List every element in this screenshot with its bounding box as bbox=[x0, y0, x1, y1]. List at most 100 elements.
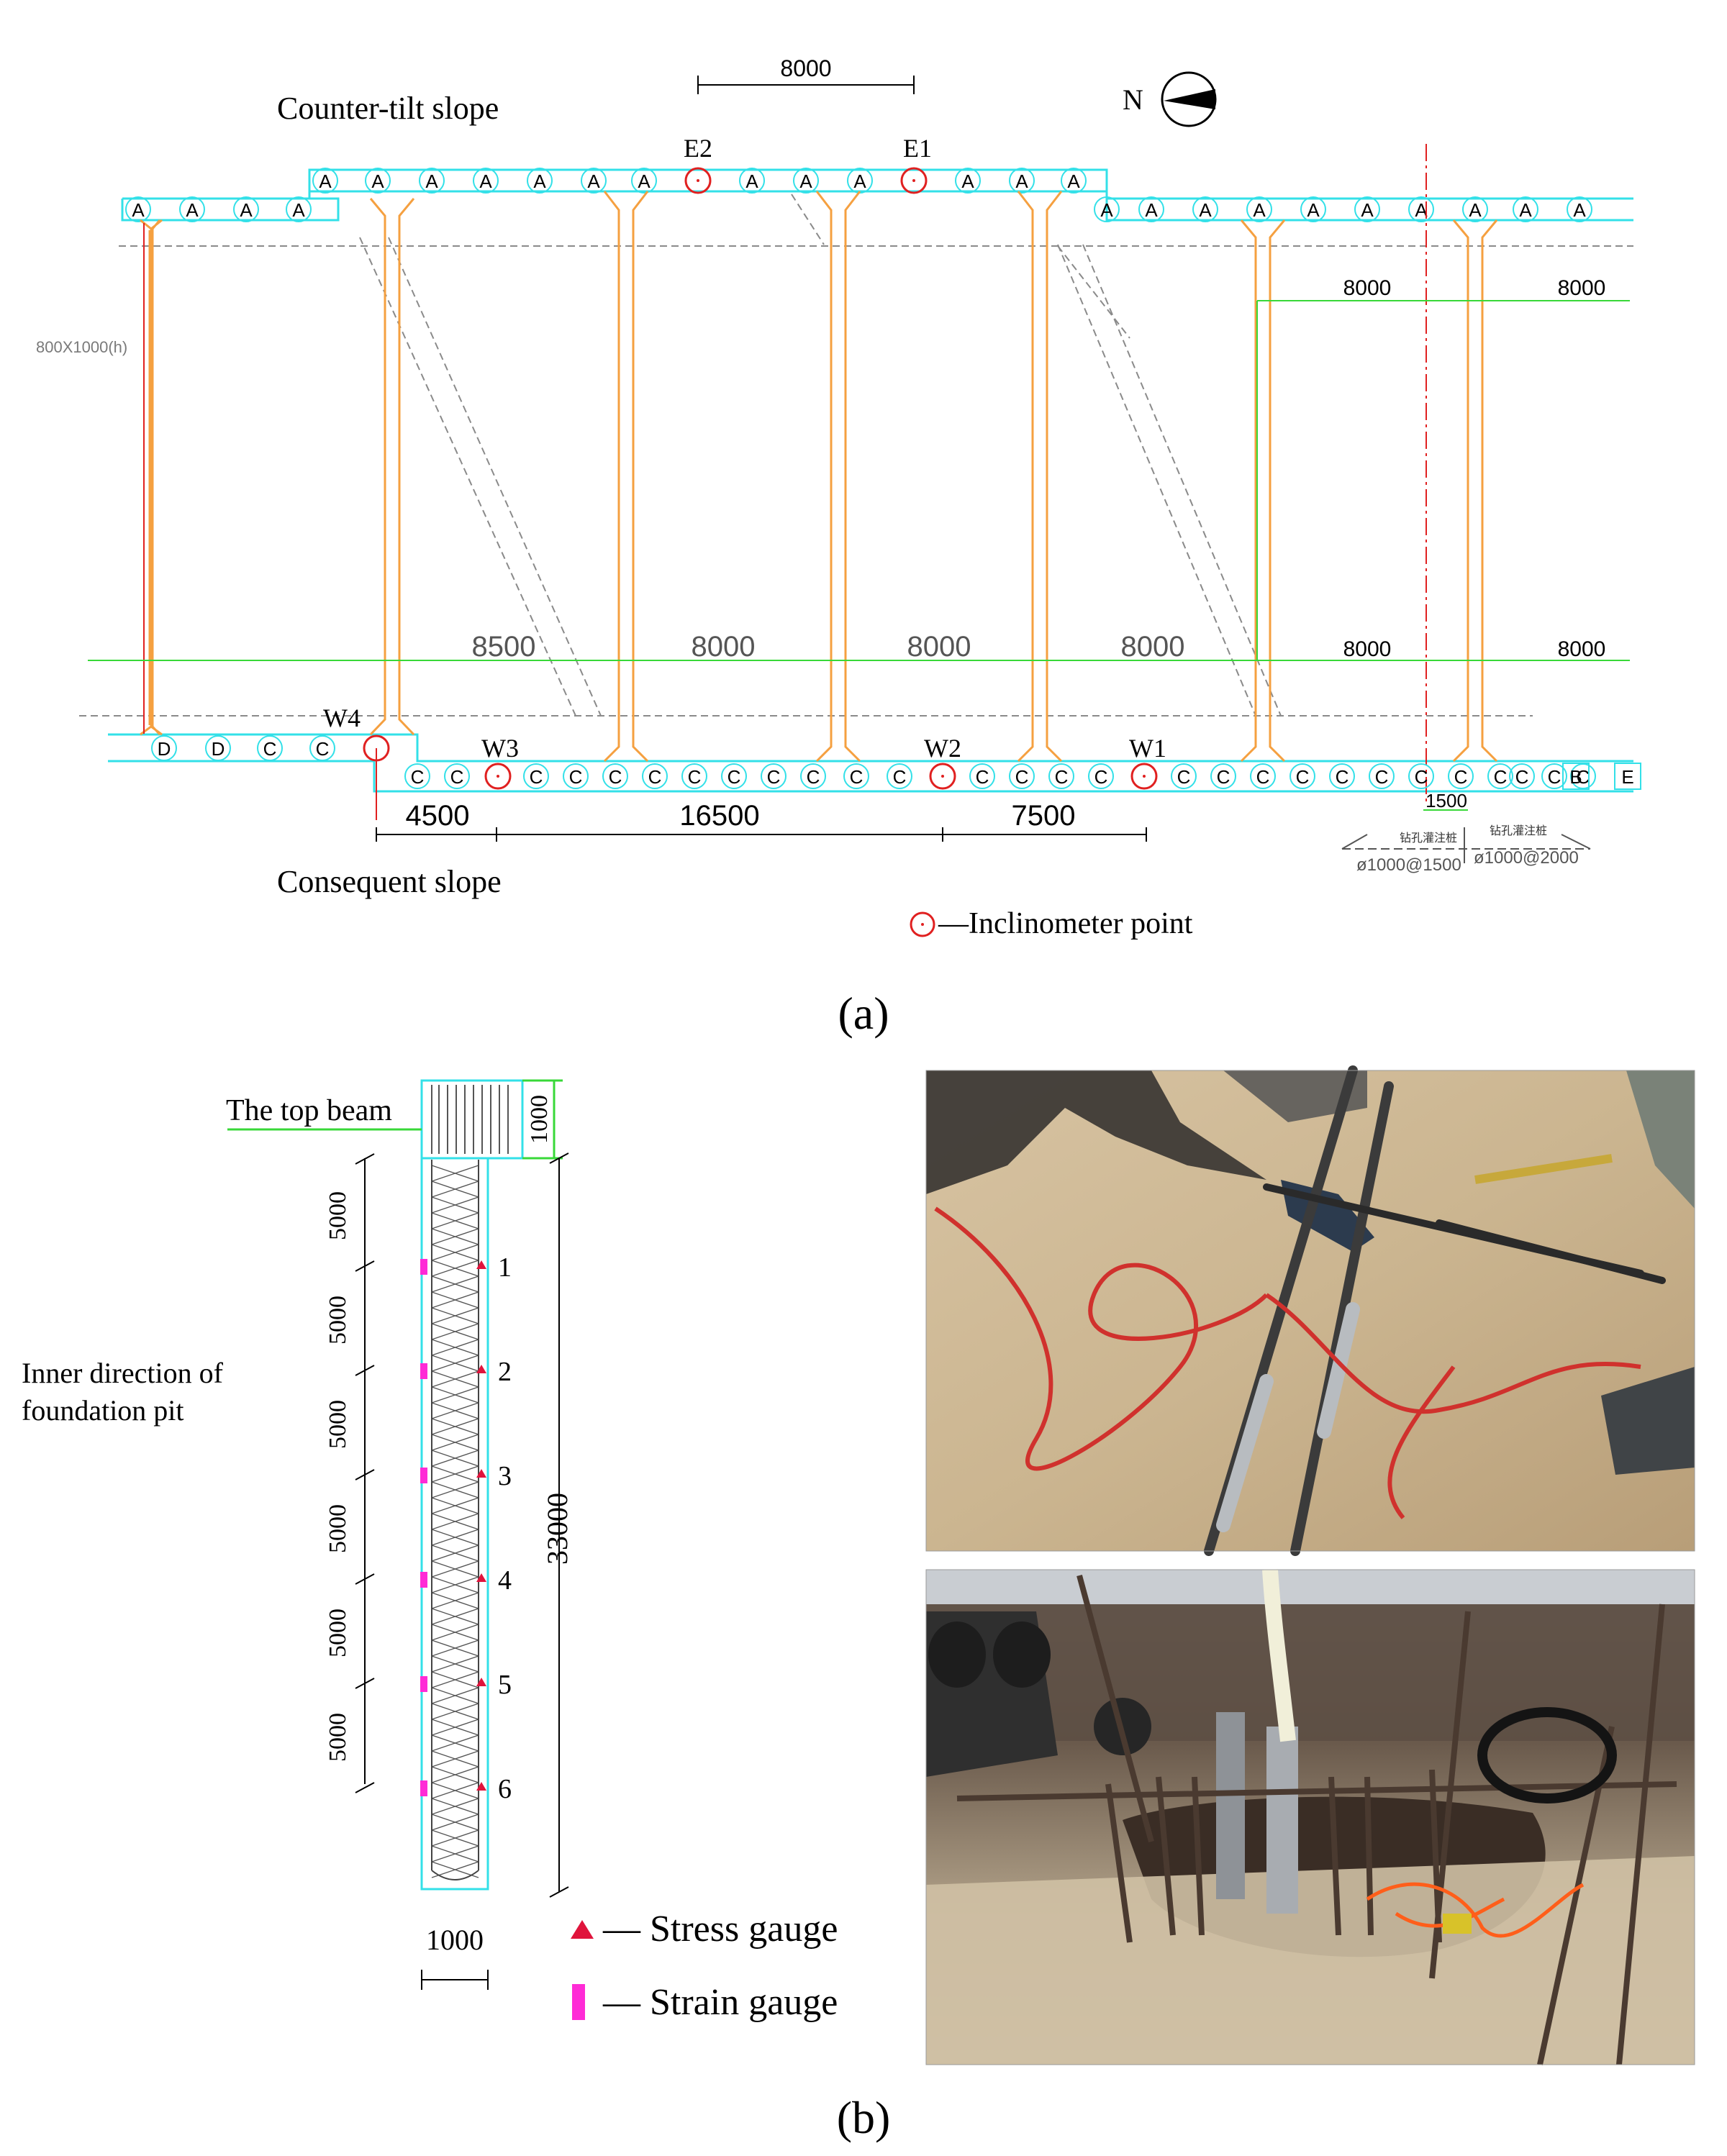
pile-label: A bbox=[292, 199, 305, 221]
pile-label: C bbox=[569, 766, 583, 788]
pile-label: A bbox=[132, 199, 145, 221]
pile-circle: C bbox=[1509, 763, 1535, 789]
pile-circle: C bbox=[1171, 763, 1197, 789]
pile-note-label: ø1000@1500 bbox=[1356, 855, 1461, 875]
pile-circle: C bbox=[1289, 763, 1315, 789]
pile-note-cn: 钻孔灌注桩 bbox=[1400, 832, 1457, 845]
pile-label: A bbox=[587, 170, 600, 192]
pile-label: C bbox=[767, 766, 781, 788]
spacing-label: 8000 bbox=[1558, 276, 1606, 300]
legend-strain: — Strain gauge bbox=[602, 1982, 838, 2023]
inner-direction-label: Inner direction of bbox=[22, 1357, 224, 1389]
pile-label: B bbox=[1569, 766, 1582, 788]
pile-label: C bbox=[609, 766, 622, 788]
pile-label: A bbox=[1573, 199, 1586, 221]
pile-label: A bbox=[1253, 199, 1266, 221]
inclinometer-label: W1 bbox=[1129, 734, 1166, 763]
pile-label: E bbox=[1621, 766, 1633, 788]
pile-label: A bbox=[1145, 199, 1158, 221]
pile-label: C bbox=[1577, 766, 1590, 788]
pile-label: A bbox=[905, 170, 918, 192]
pile-label: C bbox=[648, 766, 662, 788]
pile-label: C bbox=[1375, 766, 1389, 788]
pile-circle: C bbox=[642, 763, 668, 789]
pile-circle: C bbox=[1369, 763, 1395, 789]
width-dimension: 1000 bbox=[421, 1924, 489, 1990]
pile-circle: C bbox=[1448, 763, 1474, 789]
pile-label: C bbox=[1515, 766, 1529, 788]
pile-circle: C bbox=[1009, 763, 1035, 789]
pile-circle: C bbox=[843, 763, 869, 789]
pile-label: C bbox=[316, 738, 330, 760]
inclinometer-w2: W2 bbox=[924, 734, 961, 790]
pile-label: C bbox=[727, 766, 741, 788]
pile-circle: C bbox=[1210, 763, 1236, 789]
pile-label: D bbox=[158, 738, 171, 760]
dimension-label: 16500 bbox=[679, 800, 759, 832]
inclinometer-w4: W4 bbox=[323, 704, 390, 762]
consequent-label: Consequent slope bbox=[277, 864, 502, 899]
legend-text: —Inclinometer point bbox=[938, 907, 1193, 940]
pile-label: C bbox=[688, 766, 702, 788]
pile-label: A bbox=[1067, 170, 1080, 192]
pile-label: A bbox=[1519, 199, 1532, 221]
stress-gauge bbox=[476, 1469, 486, 1478]
pile-circle: C bbox=[681, 763, 707, 789]
pile-circle: C bbox=[563, 763, 589, 789]
top-dimension-label: 8000 bbox=[780, 55, 831, 81]
pile-label: C bbox=[1494, 766, 1508, 788]
support-struts bbox=[140, 191, 1498, 763]
pile-dim-label: 1500 bbox=[1425, 790, 1467, 811]
pile-label: C bbox=[1336, 766, 1349, 788]
strain-gauge bbox=[420, 1676, 427, 1692]
pile-label: A bbox=[799, 170, 812, 192]
caption-a: (a) bbox=[838, 988, 889, 1039]
pile-label: A bbox=[1415, 199, 1428, 221]
inclinometer-w3: W3 bbox=[481, 734, 519, 790]
spacing-label: 8000 bbox=[1558, 637, 1606, 661]
inclinometer-label: W3 bbox=[481, 734, 519, 763]
pile-label: A bbox=[533, 170, 546, 192]
pile-label: C bbox=[450, 766, 464, 788]
depth-label: 5000 bbox=[325, 1296, 351, 1345]
pile-label: C bbox=[1296, 766, 1310, 788]
spacing-label: 8000 bbox=[1343, 637, 1392, 661]
dimension-label: 4500 bbox=[406, 800, 470, 832]
panel-b: The top beam 1000 5000 bbox=[22, 1079, 890, 2143]
pile-label: C bbox=[976, 766, 989, 788]
depth-label: 5000 bbox=[325, 1191, 351, 1240]
strain-gauge bbox=[420, 1363, 427, 1379]
gauge-number: 4 bbox=[498, 1565, 512, 1596]
pile-label: C bbox=[1015, 766, 1029, 788]
pile-label: A bbox=[1015, 170, 1028, 192]
pile-label: C bbox=[263, 738, 277, 760]
pile-label: D bbox=[212, 738, 225, 760]
pile-circle: C bbox=[887, 763, 912, 789]
pile-label: A bbox=[638, 170, 651, 192]
pile-note: 1500 钻孔灌注桩 钻孔灌注桩 ø1000@1500 ø1000@2000 bbox=[1341, 790, 1591, 875]
pile-circle: C bbox=[1088, 763, 1114, 789]
pile-circle: C bbox=[800, 763, 826, 789]
spacing-lines bbox=[88, 300, 1630, 661]
inclinometer-label: E1 bbox=[903, 134, 932, 163]
top-beam: The top beam 1000 bbox=[226, 1079, 563, 1160]
pile-note-cn: 钻孔灌注桩 bbox=[1490, 824, 1547, 837]
depth-label: 5000 bbox=[325, 1609, 351, 1657]
pile-label: A bbox=[853, 170, 866, 192]
pile-label: A bbox=[1361, 199, 1374, 221]
pile-label: A bbox=[479, 170, 492, 192]
pile-label: C bbox=[1256, 766, 1270, 788]
top-beam-label: The top beam bbox=[226, 1094, 392, 1127]
pile-label: C bbox=[1548, 766, 1561, 788]
total-depth-label: 33000 bbox=[541, 1493, 574, 1565]
pile-label: C bbox=[1217, 766, 1230, 788]
pile-label: A bbox=[186, 199, 199, 221]
width-dim-label: 1000 bbox=[426, 1924, 484, 1956]
pile-label: A bbox=[425, 170, 438, 192]
pile-label: C bbox=[411, 766, 425, 788]
pile-label: A bbox=[240, 199, 253, 221]
legend-stress: — Stress gauge bbox=[602, 1909, 838, 1950]
pile-circle: C bbox=[1250, 763, 1276, 789]
